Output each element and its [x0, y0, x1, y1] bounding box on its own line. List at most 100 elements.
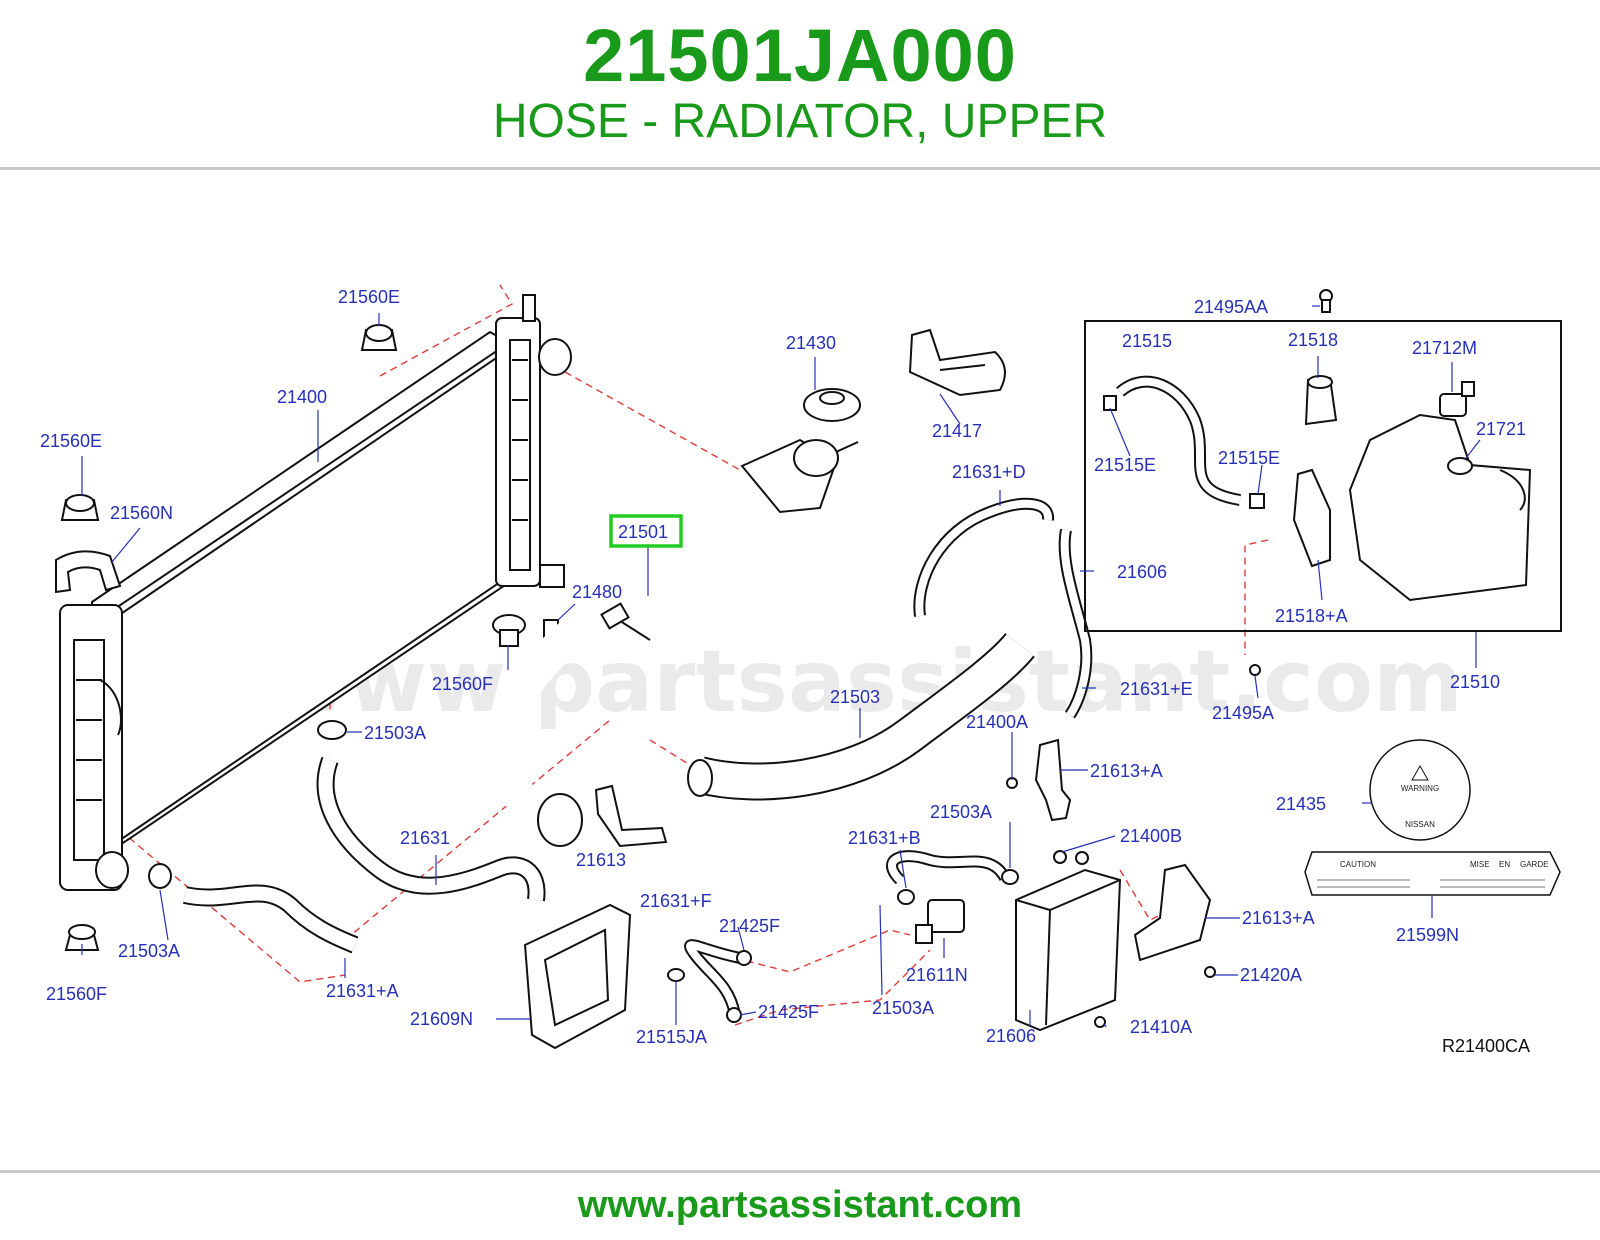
label-21560e-top[interactable]: 21560E [338, 287, 400, 307]
label-21613a-1[interactable]: 21613+A [1090, 761, 1163, 781]
clamp-21515e-icon [1103, 395, 1265, 509]
label-21631e[interactable]: 21631+E [1120, 679, 1193, 699]
bracket-21613-icon [594, 784, 668, 848]
warning-text: WARNING [1401, 784, 1439, 793]
label-21503a-2[interactable]: 21503A [118, 941, 180, 961]
part-number-title: 21501JA000 [583, 14, 1017, 97]
bracket-21560n-icon [55, 550, 122, 594]
label-21560n[interactable]: 21560N [110, 503, 173, 523]
label-21599n[interactable]: 21599N [1396, 925, 1459, 945]
label-21515[interactable]: 21515 [1122, 331, 1172, 351]
label-21503a-3[interactable]: 21503A [930, 802, 992, 822]
reservoir-kit-21510-box [1084, 320, 1562, 632]
label-21613a-2[interactable]: 21613+A [1242, 908, 1315, 928]
upper-hose-21501[interactable] [487, 438, 859, 847]
label-21417[interactable]: 21417 [932, 421, 982, 441]
label-21606-lower[interactable]: 21606 [986, 1026, 1036, 1046]
radiator-left-tank [59, 604, 129, 891]
garde-text: GARDE [1520, 860, 1548, 869]
hose-21631f[interactable] [684, 939, 742, 1017]
radiator-core[interactable] [91, 330, 524, 847]
radiator-right-tank [495, 294, 572, 588]
page-header: 21501JA000 HOSE - RADIATOR, UPPER [0, 0, 1600, 168]
hose-21631b[interactable] [886, 850, 1011, 885]
label-21510[interactable]: 21510 [1450, 672, 1500, 692]
valve-21611n-icon [915, 899, 965, 944]
label-21515e-2[interactable]: 21515E [1218, 448, 1280, 468]
bracket-21613a-upper-icon [1034, 738, 1072, 822]
label-21501[interactable]: 21501 [618, 522, 668, 542]
cap-21712m-icon [1439, 381, 1475, 417]
caution-text: CAUTION [1340, 860, 1376, 869]
label-21560f-mid[interactable]: 21560F [432, 674, 493, 694]
lower-hose-21503[interactable] [687, 632, 1035, 801]
label-21430[interactable]: 21430 [786, 333, 836, 353]
bracket-21417-icon [908, 328, 1006, 397]
label-21606-upper[interactable]: 21606 [1117, 562, 1167, 582]
grommet-21560e-left-icon [60, 494, 100, 521]
label-21518a[interactable]: 21518+A [1275, 606, 1348, 626]
mount-21518-icon [1304, 375, 1338, 426]
label-21515ja[interactable]: 21515JA [636, 1027, 707, 1047]
label-21400[interactable]: 21400 [277, 387, 327, 407]
hose-21631a[interactable] [183, 884, 359, 954]
label-21631f[interactable]: 21631+F [640, 891, 712, 911]
shroud-21609n-icon [523, 903, 632, 1050]
label-21631a[interactable]: 21631+A [326, 981, 399, 1001]
label-21400a[interactable]: 21400A [966, 712, 1028, 732]
watermark: www.partsassistant.com [268, 632, 1463, 732]
bolt-icons [1006, 289, 1333, 1028]
nissan-text: NISSAN [1405, 820, 1435, 829]
warning-cap-21435-icon: WARNING NISSAN [1369, 739, 1471, 841]
label-21400b[interactable]: 21400B [1120, 826, 1182, 846]
label-21503a-1[interactable]: 21503A [364, 723, 426, 743]
header-divider [0, 167, 1600, 170]
label-21560f-bottom[interactable]: 21560F [46, 984, 107, 1004]
label-21503[interactable]: 21503 [830, 687, 880, 707]
label-21515e-1[interactable]: 21515E [1094, 455, 1156, 475]
grommet-21560f-mid-icon [492, 614, 526, 647]
label-21631b[interactable]: 21631+B [848, 828, 921, 848]
label-21609n[interactable]: 21609N [410, 1009, 473, 1029]
hose-21515[interactable] [1116, 375, 1242, 506]
label-21611n[interactable]: 21611N [906, 965, 968, 985]
label-21495aa[interactable]: 21495AA [1194, 297, 1268, 317]
footer-divider [0, 1170, 1600, 1173]
footer-website[interactable]: www.partsassistant.com [577, 1184, 1023, 1226]
label-21495a[interactable]: 21495A [1212, 703, 1274, 723]
mise-text: MISE [1470, 860, 1490, 869]
bracket-21518a-icon [1292, 468, 1331, 568]
grommet-21560f-bottom-icon [64, 924, 100, 951]
leader-lines [81, 305, 1481, 1028]
label-21480[interactable]: 21480 [572, 582, 622, 602]
label-21503a-4[interactable]: 21503A [872, 998, 934, 1018]
label-21425f-2[interactable]: 21425F [758, 1002, 819, 1022]
clamp-21503a-icon [148, 720, 1019, 1023]
hose-21631d[interactable] [913, 497, 1054, 617]
part-labels: 21560E 21400 21560E 21560N 21430 21417 2… [40, 287, 1526, 1047]
label-21518[interactable]: 21518 [1288, 330, 1338, 350]
label-21613[interactable]: 21613 [576, 850, 626, 870]
reservoir-21721-icon [1348, 413, 1532, 602]
reservoir-21606-lower-icon [1015, 868, 1122, 1032]
caution-decal-21599n-icon: CAUTION MISE EN GARDE [1304, 851, 1561, 896]
label-21712m[interactable]: 21712M [1412, 338, 1477, 358]
bracket-21613a-lower-icon [1133, 863, 1212, 962]
label-21631d[interactable]: 21631+D [952, 462, 1026, 482]
hose-21631[interactable] [316, 756, 546, 902]
label-21631[interactable]: 21631 [400, 828, 450, 848]
diagram-reference-code: R21400CA [1442, 1036, 1530, 1056]
hose-21631e[interactable] [1058, 528, 1093, 719]
label-21420a[interactable]: 21420A [1240, 965, 1302, 985]
part-name-subtitle: HOSE - RADIATOR, UPPER [492, 95, 1108, 148]
grommet-21560e-top-icon [360, 324, 398, 351]
label-21721[interactable]: 21721 [1476, 419, 1526, 439]
en-text: EN [1499, 860, 1510, 869]
label-21410a[interactable]: 21410A [1130, 1017, 1192, 1037]
label-21425f-1[interactable]: 21425F [719, 916, 780, 936]
highlight-box-21501 [609, 514, 683, 548]
label-21560e-left[interactable]: 21560E [40, 431, 102, 451]
parts-diagram: www.partsassistant.com [40, 284, 1562, 1056]
radiator-cap-21430-icon [803, 388, 861, 422]
label-21435[interactable]: 21435 [1276, 794, 1326, 814]
